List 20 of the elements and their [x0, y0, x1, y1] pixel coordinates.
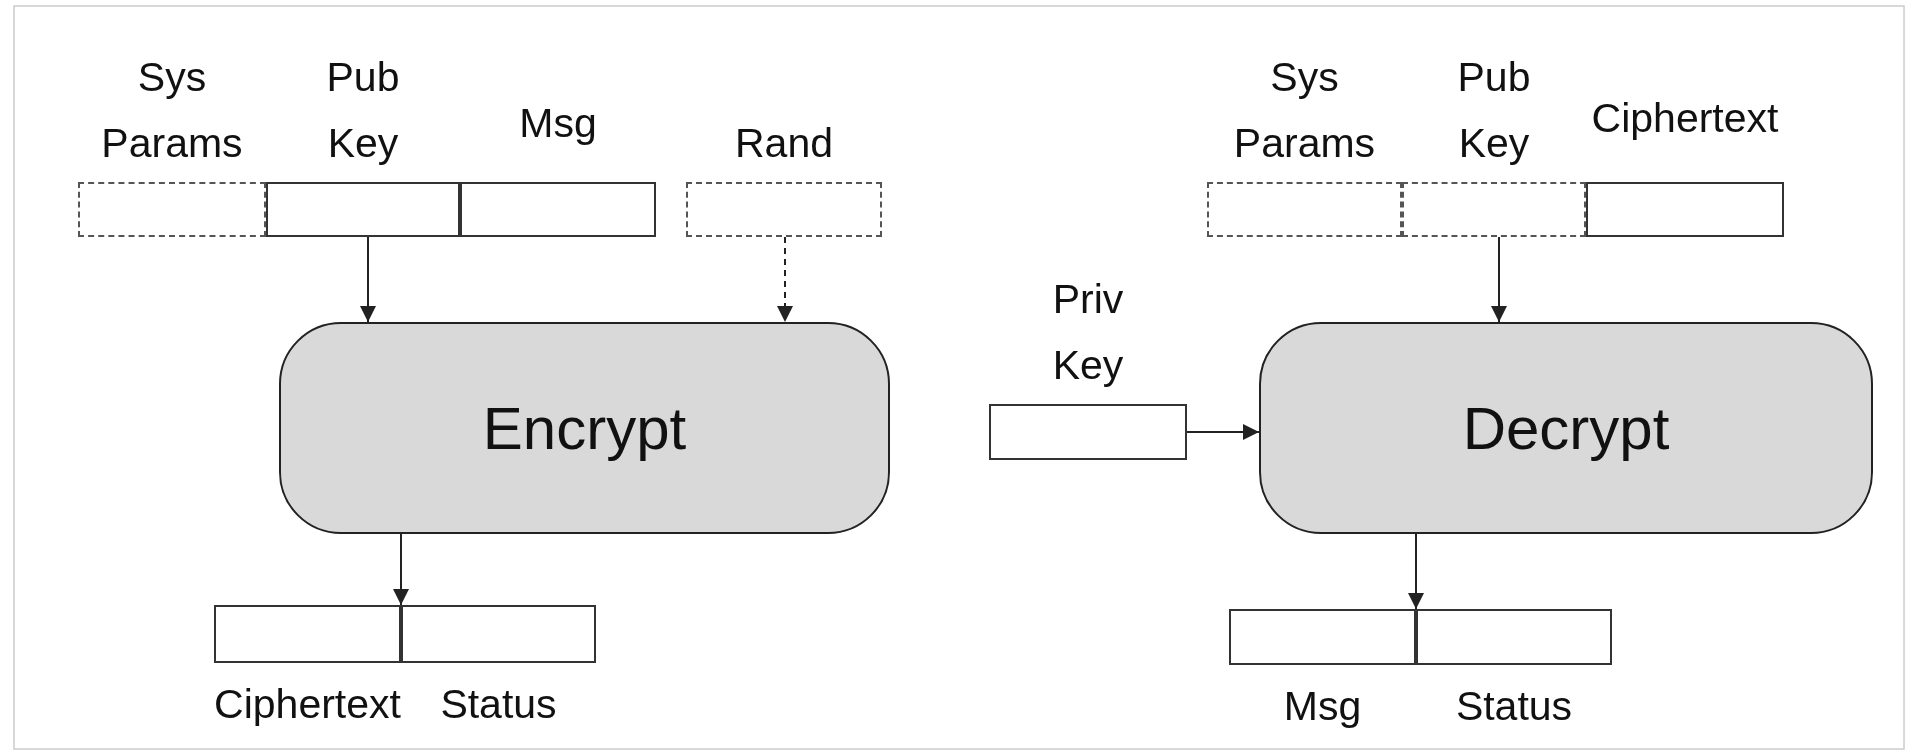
field-label: Sys Params: [100, 53, 244, 168]
arrow: [360, 236, 376, 323]
process-label: Encrypt: [482, 393, 687, 463]
field-label: Priv Key: [1051, 275, 1125, 390]
field-label: Status: [439, 680, 558, 729]
field-label: Ciphertext: [1590, 94, 1780, 143]
arrow: [777, 236, 793, 323]
field-label: Ciphertext: [213, 680, 402, 729]
field-label: Pub Key: [325, 53, 401, 168]
field-label: Pub Key: [1456, 53, 1532, 168]
field-label: Rand: [734, 119, 834, 168]
field-label: Sys Params: [1232, 53, 1377, 168]
arrow: [1186, 424, 1260, 440]
field-label: Msg: [518, 99, 598, 148]
process-label: Decrypt: [1462, 393, 1670, 463]
arrow: [393, 533, 409, 606]
field-label: Msg: [1282, 682, 1363, 731]
field-label: Status: [1454, 682, 1574, 731]
arrow: [1491, 236, 1507, 323]
arrow: [1408, 533, 1424, 610]
